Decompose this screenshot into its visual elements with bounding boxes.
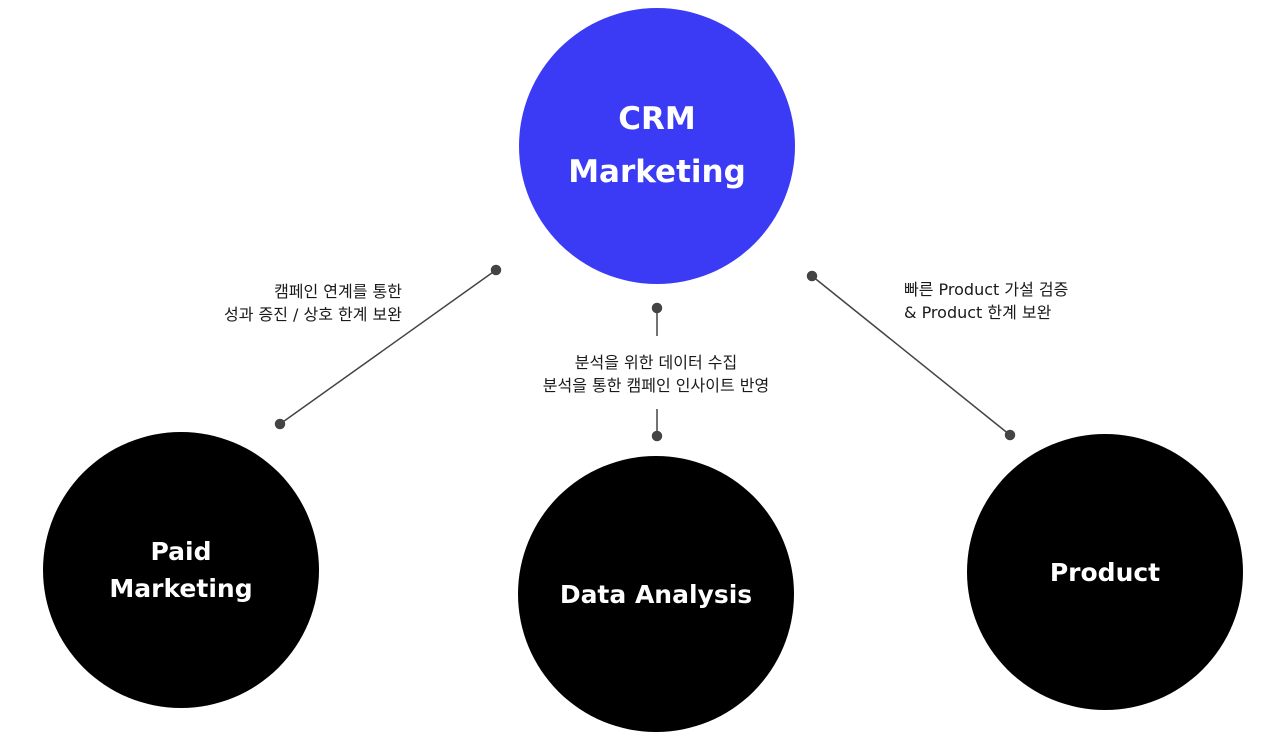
connector-right-start-dot (806, 270, 818, 282)
edge-label-paid-marketing-line2: 성과 증진 / 상호 한계 보완 (223, 305, 402, 324)
paid-marketing-node-line1: Paid (150, 537, 212, 566)
paid-marketing-node: Paid Marketing (43, 432, 319, 708)
connector-middle-bottom-dot (651, 430, 663, 442)
connector-left-start-dot (490, 264, 502, 276)
paid-marketing-node-line2: Marketing (109, 574, 253, 603)
product-node: Product (967, 434, 1243, 710)
product-node-label: Product (1049, 557, 1161, 587)
crm-marketing-node-line2: Marketing (568, 154, 746, 190)
edge-label-data-analysis-line1: 분석을 위한 데이터 수집 (574, 353, 738, 372)
connector-right-line (811, 275, 1011, 436)
edge-label-data-analysis: 분석을 위한 데이터 수집 분석을 통한 캠페인 인사이트 반영 (506, 351, 806, 397)
data-analysis-node-label: Data Analysis (559, 579, 753, 609)
edge-label-paid-marketing-line1: 캠페인 연계를 통한 (274, 282, 402, 301)
crm-marketing-node: CRM Marketing (519, 8, 795, 284)
crm-marketing-node-line1: CRM (618, 101, 696, 137)
connector-left-end-dot (274, 418, 286, 430)
edge-label-product-line1: 빠른 Product 가설 검증 (904, 280, 1069, 299)
edge-label-paid-marketing: 캠페인 연계를 통한 성과 증진 / 상호 한계 보완 (224, 280, 402, 326)
connector-middle-top-dot (651, 302, 663, 314)
edge-label-product: 빠른 Product 가설 검증 & Product 한계 보완 (904, 278, 1068, 324)
data-analysis-node: Data Analysis (518, 456, 794, 732)
edge-label-product-line2: & Product 한계 보완 (904, 303, 1052, 322)
connector-left-line (279, 269, 497, 425)
edge-label-data-analysis-line2: 분석을 통한 캠페인 인사이트 반영 (542, 376, 770, 395)
connector-right-end-dot (1004, 429, 1016, 441)
